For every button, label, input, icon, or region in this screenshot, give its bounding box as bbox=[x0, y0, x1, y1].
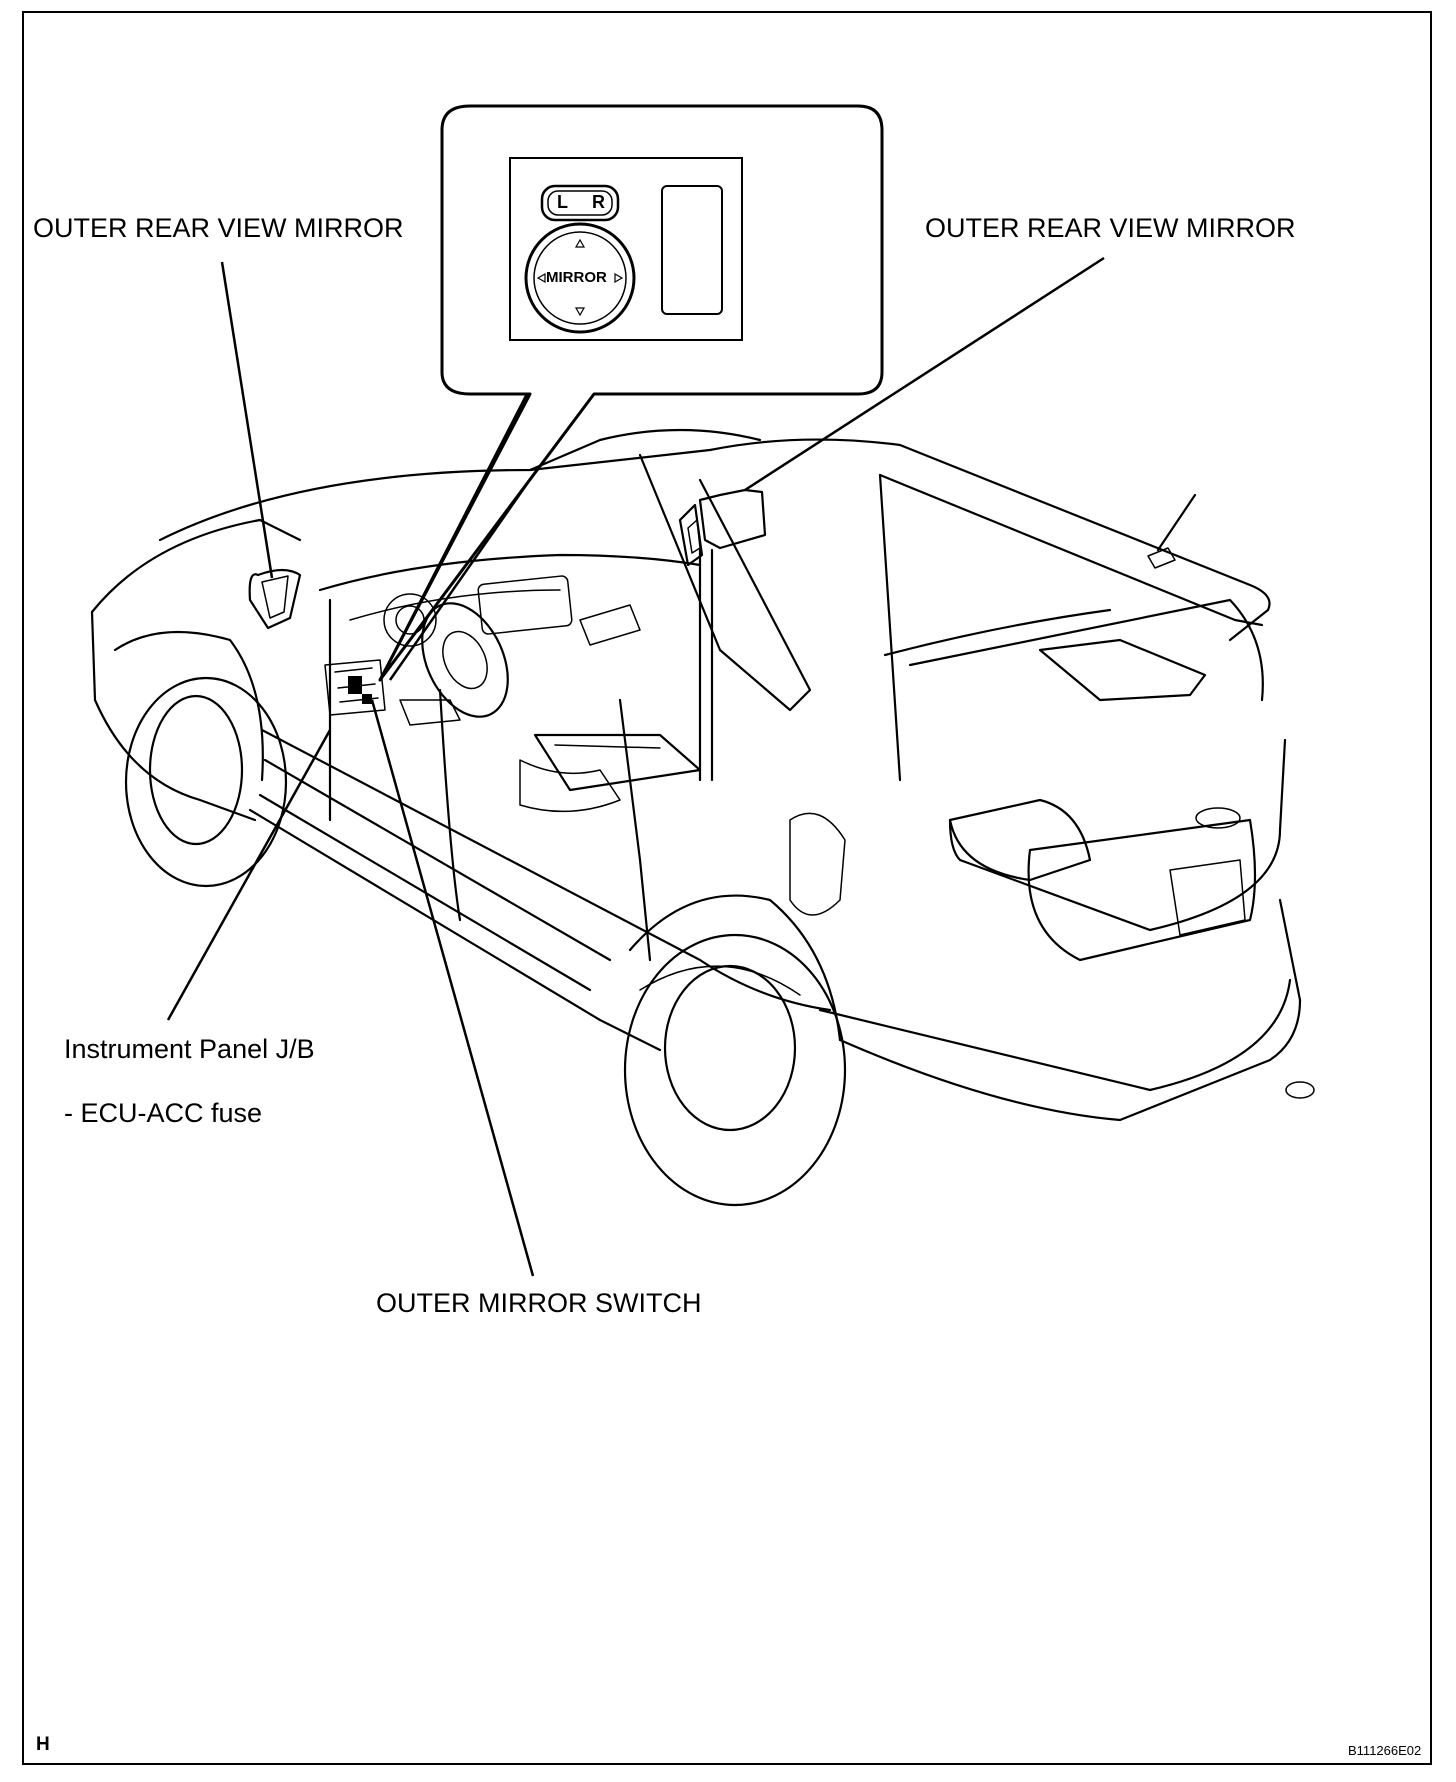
label-right-mirror: OUTER REAR VIEW MIRROR bbox=[925, 213, 1296, 243]
label-left-mirror: OUTER REAR VIEW MIRROR bbox=[33, 213, 404, 243]
selector-left-letter: L bbox=[557, 192, 568, 212]
knob-up-arrow bbox=[574, 238, 586, 248]
junction-block-location bbox=[324, 659, 386, 716]
mirror-knob-label: MIRROR bbox=[546, 269, 607, 286]
leader-lines bbox=[166, 256, 1105, 1277]
selector-button bbox=[540, 184, 620, 222]
section-letter: H bbox=[36, 1734, 50, 1755]
knob-down-arrow bbox=[574, 307, 586, 317]
selector-right-letter: R bbox=[592, 192, 605, 212]
label-switch: OUTER MIRROR SWITCH bbox=[376, 1288, 702, 1318]
knob-right-arrow bbox=[614, 272, 624, 284]
blank-switch-slot bbox=[661, 185, 723, 315]
label-junction-block: Instrument Panel J/B bbox=[64, 1034, 315, 1064]
knob-left-arrow bbox=[536, 272, 546, 284]
vehicle-body bbox=[90, 428, 1315, 1207]
label-fuse: - ECU-ACC fuse bbox=[64, 1098, 263, 1128]
switch-callout bbox=[378, 104, 884, 682]
figure-code: B111266E02 bbox=[1348, 1743, 1422, 1758]
mirror-knob-inner bbox=[533, 231, 627, 325]
diagram-frame bbox=[22, 11, 1432, 1765]
